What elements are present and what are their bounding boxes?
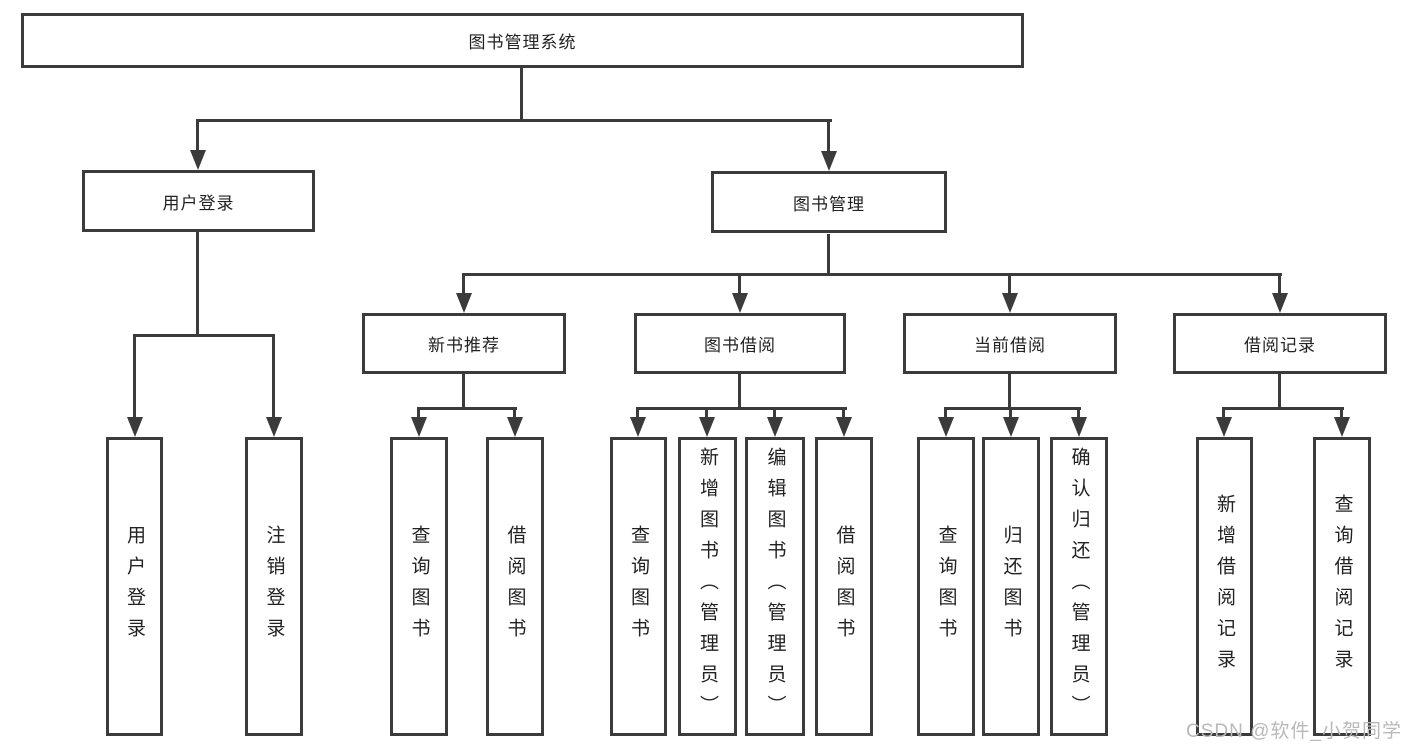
leaf-logout: 注销登录	[245, 437, 303, 736]
connector-line	[1077, 407, 1080, 420]
leaf-query-book-3: 查询图书	[917, 437, 975, 736]
node-new-book-recommend: 新书推荐	[362, 313, 566, 374]
connector-line	[462, 273, 465, 295]
connector-line	[1009, 407, 1012, 420]
connector-line	[944, 407, 947, 420]
connector-line	[196, 119, 199, 152]
arrowhead-down-icon	[699, 417, 715, 437]
connector-line	[705, 407, 708, 420]
connector-line	[272, 334, 275, 420]
node-borrow-record: 借阅记录	[1173, 313, 1387, 374]
connector-line	[417, 407, 420, 420]
node-root: 图书管理系统	[21, 13, 1024, 68]
connector-line	[1008, 374, 1011, 410]
leaf-borrow-book-2: 借阅图书	[815, 437, 873, 736]
connector-line	[462, 273, 1282, 276]
arrowhead-down-icon	[411, 417, 427, 437]
connector-line	[773, 407, 776, 420]
connector-line	[196, 119, 832, 122]
arrowhead-down-icon	[732, 293, 748, 313]
connector-line	[636, 407, 847, 410]
arrowhead-down-icon	[1071, 417, 1087, 437]
connector-line	[636, 407, 639, 420]
connector-line	[196, 232, 199, 337]
connector-line	[944, 407, 1081, 410]
leaf-borrow-book-1: 借阅图书	[486, 437, 544, 736]
node-book-management: 图书管理	[711, 171, 947, 233]
connector-line	[520, 68, 523, 122]
arrowhead-down-icon	[127, 417, 143, 437]
arrowhead-down-icon	[836, 417, 852, 437]
connector-line	[462, 374, 465, 410]
leaf-return-book: 归还图书	[982, 437, 1040, 736]
arrowhead-down-icon	[767, 417, 783, 437]
arrowhead-down-icon	[821, 151, 837, 171]
arrowhead-down-icon	[190, 150, 206, 170]
leaf-user-login: 用户登录	[106, 437, 163, 736]
arrowhead-down-icon	[1003, 417, 1019, 437]
connector-line	[738, 273, 741, 295]
node-current-borrow: 当前借阅	[903, 313, 1117, 374]
arrowhead-down-icon	[266, 417, 282, 437]
connector-line	[133, 334, 136, 420]
csdn-watermark: CSDN @软件_小贺同学	[1186, 721, 1402, 742]
connector-line	[1222, 407, 1344, 410]
arrowhead-down-icon	[1002, 293, 1018, 313]
leaf-query-book-2: 查询图书	[610, 437, 667, 736]
connector-line	[1222, 407, 1225, 420]
connector-line	[1340, 407, 1343, 420]
arrowhead-down-icon	[507, 417, 523, 437]
connector-line	[513, 407, 516, 420]
arrowhead-down-icon	[1272, 293, 1288, 313]
leaf-confirm-return-admin: 确认归还（管理员）	[1050, 437, 1108, 736]
node-book-borrow: 图书借阅	[634, 313, 846, 374]
connector-line	[1278, 374, 1281, 410]
arrowhead-down-icon	[630, 417, 646, 437]
leaf-query-book-1: 查询图书	[390, 437, 448, 736]
leaf-add-book-admin: 新增图书（管理员）	[678, 437, 737, 736]
connector-line	[738, 374, 741, 410]
connector-line	[1278, 273, 1281, 295]
arrowhead-down-icon	[456, 293, 472, 313]
arrowhead-down-icon	[938, 417, 954, 437]
node-user-login: 用户登录	[82, 170, 315, 232]
connector-line	[842, 407, 845, 420]
connector-line	[417, 407, 517, 410]
leaf-edit-book-admin: 编辑图书（管理员）	[745, 437, 805, 736]
arrowhead-down-icon	[1334, 417, 1350, 437]
leaf-add-borrow-record: 新增借阅记录	[1196, 437, 1253, 736]
arrowhead-down-icon	[1216, 417, 1232, 437]
connector-line	[1008, 273, 1011, 295]
leaf-query-borrow-record: 查询借阅记录	[1313, 437, 1371, 736]
connector-line	[133, 334, 275, 337]
connector-line	[827, 119, 830, 153]
connector-line	[827, 234, 830, 276]
